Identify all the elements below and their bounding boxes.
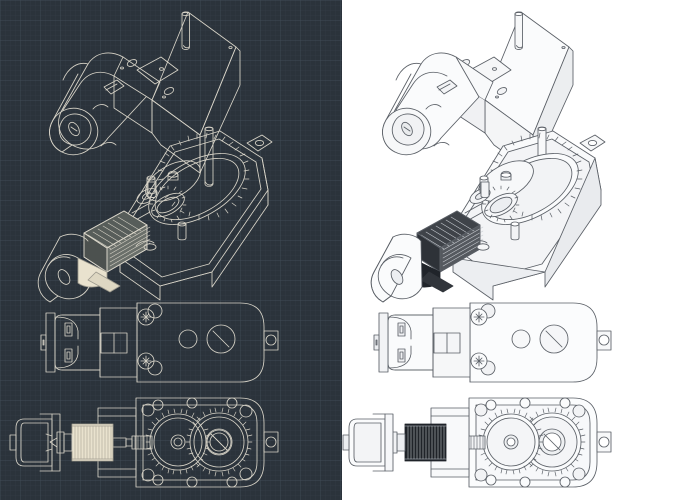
internal-reduction-gear[interactable] — [478, 408, 544, 475]
brush-holder-bump — [425, 104, 450, 147]
final-ring-gear — [148, 132, 250, 225]
corner-boss — [228, 46, 233, 49]
armature-winding — [83, 210, 151, 273]
closed-phillips-screw-upper[interactable] — [137, 303, 163, 326]
internal-mounting-tab — [596, 431, 612, 453]
mounting-boss-upper — [120, 59, 138, 70]
terminal-slot — [436, 79, 458, 95]
iso-cutaway-view-blueprint — [37, 126, 273, 303]
internal-reduction-gear[interactable] — [145, 408, 211, 475]
cutaway-floor-detail — [135, 240, 157, 251]
motor-end-cap — [49, 107, 99, 156]
cutaway-output-shaft — [204, 126, 214, 187]
gear-hub-plate — [145, 160, 201, 202]
mounting-boss-lower — [495, 87, 508, 99]
closed-output-bore — [539, 324, 569, 354]
end-cap-arms — [55, 316, 79, 369]
terminal-window — [100, 332, 128, 354]
internal-output-bore — [206, 429, 232, 455]
internal-armature-winding — [71, 423, 114, 462]
housing-pillar-b — [177, 221, 187, 241]
internal-armature-winding — [404, 423, 447, 462]
internal-corner-bosses — [141, 397, 253, 488]
internal-worm-pinion — [112, 435, 153, 450]
terminal-window — [433, 332, 461, 354]
closed-small-bore — [511, 329, 531, 349]
cutaway-floor-detail — [468, 240, 490, 251]
internal-housing-outline — [135, 397, 265, 488]
closed-mounting-tab — [596, 330, 612, 351]
label-plate-recess — [136, 56, 179, 85]
brush-terminal-a — [480, 181, 490, 198]
idler-gear-cluster — [482, 185, 520, 223]
motor-end-bracket — [40, 312, 56, 373]
white-panel — [342, 0, 682, 500]
internal-motor-endcap — [9, 413, 61, 472]
closed-small-bore — [178, 329, 198, 349]
output-shaft-boss — [514, 11, 523, 50]
internal-corner-bosses — [474, 397, 586, 488]
internal-mounting-tab — [263, 431, 279, 453]
armature-winding — [416, 210, 484, 273]
brush-terminal-a — [147, 181, 157, 198]
output-shaft-boss — [181, 11, 190, 50]
end-cap-arms — [388, 316, 412, 369]
housing-pillar-b — [510, 221, 520, 241]
internal-motor-endcap — [342, 413, 394, 472]
closed-phillips-screw-upper[interactable] — [470, 303, 496, 326]
cutaway-mounting-tab — [579, 134, 606, 152]
internal-commutator — [45, 431, 73, 454]
blueprint-panel — [0, 0, 342, 500]
housing-pillar-a — [146, 175, 156, 195]
closed-mounting-tab — [263, 330, 279, 351]
cutaway-motor-can — [37, 233, 90, 303]
closed-phillips-screw-lower[interactable] — [137, 352, 163, 376]
top-view-closed-white — [373, 302, 612, 383]
housing-flange — [113, 56, 161, 134]
top-view-closed-blueprint — [40, 302, 279, 383]
terminal-slot — [103, 79, 125, 95]
corner-boss — [561, 46, 566, 49]
closed-housing-outline — [136, 302, 265, 383]
commutator-endbell — [77, 257, 121, 293]
closed-output-bore — [206, 324, 236, 354]
cutaway-motor-can — [370, 233, 423, 303]
top-view-internal-white — [342, 397, 612, 488]
iso-assembled-view-blueprint — [49, 11, 241, 174]
brush-holder-bump — [92, 104, 117, 147]
cutaway-housing-wall — [452, 157, 602, 301]
mounting-boss-lower — [162, 87, 175, 99]
motor-end-cap — [382, 107, 432, 156]
top-view-internal-blueprint — [9, 397, 279, 488]
cutaway-mounting-tab — [246, 134, 273, 152]
closed-phillips-screw-lower[interactable] — [470, 352, 496, 376]
motor-end-bracket — [373, 312, 389, 373]
iso-cutaway-view-white — [370, 126, 606, 303]
